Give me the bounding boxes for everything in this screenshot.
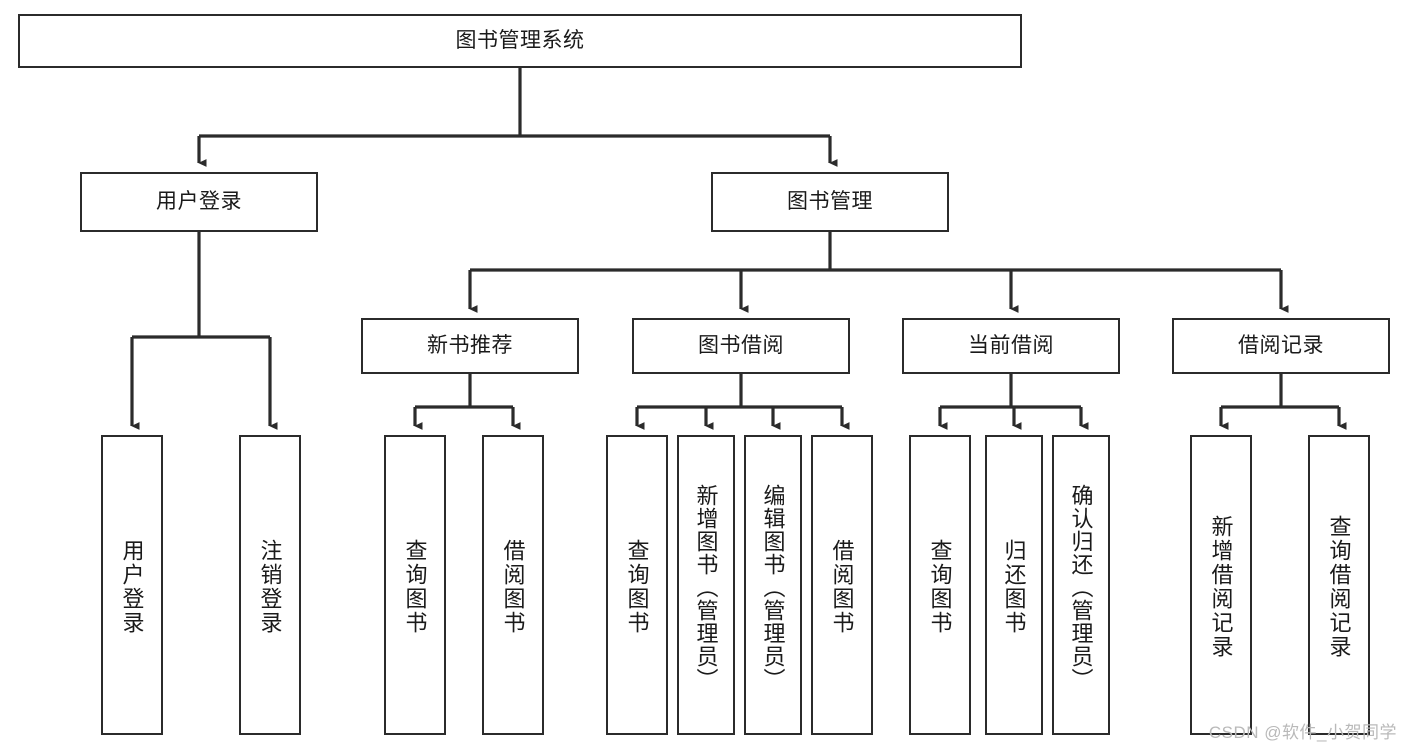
node-label: 新增借阅记录 bbox=[1208, 515, 1234, 659]
leaf-leaf-user-login: 用户登录 bbox=[101, 435, 163, 735]
leaf-leaf-query-book-current: 查询图书 bbox=[909, 435, 971, 735]
edge-group bbox=[130, 68, 1347, 430]
node-label: 借阅图书 bbox=[829, 539, 855, 635]
node-book-borrow: 图书借阅 bbox=[632, 318, 850, 374]
node-label: 借阅图书 bbox=[500, 539, 526, 635]
node-label: 图书管理 bbox=[787, 189, 873, 213]
node-label: 用户登录 bbox=[156, 189, 242, 213]
node-label: 确认归还（管理员） bbox=[1068, 483, 1094, 691]
leaf-leaf-logout: 注销登录 bbox=[239, 435, 301, 735]
leaf-leaf-add-borrow-record: 新增借阅记录 bbox=[1190, 435, 1252, 735]
node-label: 新书推荐 bbox=[427, 333, 513, 357]
node-label: 图书借阅 bbox=[698, 333, 784, 357]
node-label: 查询借阅记录 bbox=[1326, 515, 1352, 659]
node-borrow-records: 借阅记录 bbox=[1172, 318, 1390, 374]
node-label: 借阅记录 bbox=[1238, 333, 1324, 357]
leaf-leaf-edit-book-admin: 编辑图书（管理员） bbox=[744, 435, 802, 735]
node-root: 图书管理系统 bbox=[18, 14, 1022, 68]
node-label: 用户登录 bbox=[119, 539, 145, 635]
node-current-borrow: 当前借阅 bbox=[902, 318, 1120, 374]
node-label: 查询图书 bbox=[402, 539, 428, 635]
leaf-leaf-query-book-borrow: 查询图书 bbox=[606, 435, 668, 735]
node-label: 编辑图书（管理员） bbox=[760, 483, 786, 691]
node-label: 当前借阅 bbox=[968, 333, 1054, 357]
leaf-leaf-return-book: 归还图书 bbox=[985, 435, 1043, 735]
leaf-leaf-query-borrow-record: 查询借阅记录 bbox=[1308, 435, 1370, 735]
node-label: 图书管理系统 bbox=[455, 28, 585, 52]
node-label: 新增图书（管理员） bbox=[693, 483, 719, 691]
node-book-management: 图书管理 bbox=[711, 172, 949, 232]
node-user-login: 用户登录 bbox=[80, 172, 318, 232]
node-label: 查询图书 bbox=[927, 539, 953, 635]
leaf-leaf-add-book-admin: 新增图书（管理员） bbox=[677, 435, 735, 735]
leaf-leaf-query-book-recommend: 查询图书 bbox=[384, 435, 446, 735]
node-label: 查询图书 bbox=[624, 539, 650, 635]
node-new-book-recommend: 新书推荐 bbox=[361, 318, 579, 374]
leaf-leaf-borrow-book-recommend: 借阅图书 bbox=[482, 435, 544, 735]
leaf-leaf-confirm-return-admin: 确认归还（管理员） bbox=[1052, 435, 1110, 735]
node-label: 归还图书 bbox=[1001, 539, 1027, 635]
leaf-leaf-borrow-book: 借阅图书 bbox=[811, 435, 873, 735]
node-label: 注销登录 bbox=[257, 539, 283, 635]
